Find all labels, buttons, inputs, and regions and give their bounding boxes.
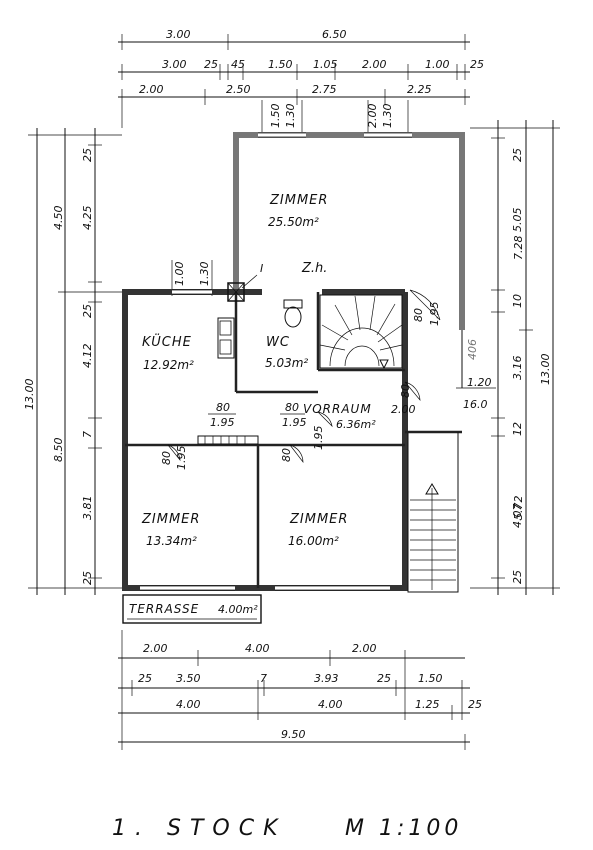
bottom-dim-r3-2: 1.25 bbox=[415, 698, 440, 711]
door-entry-h: 2.00 bbox=[391, 403, 416, 416]
door-labels: 80 1.95 80 1.95 80 1.95 80 1.95 80 1.95 … bbox=[160, 302, 441, 471]
top-dim-r2-7: 25 bbox=[470, 58, 484, 71]
bottom-dim-r1-2: 2.00 bbox=[352, 642, 377, 655]
plan-title: 1. STOCK bbox=[112, 816, 287, 841]
top-dim-r2-3: 1.50 bbox=[268, 58, 293, 71]
left-dim-mid-0: 4.50 bbox=[52, 206, 65, 231]
top-dim-r2-5: 2.00 bbox=[362, 58, 387, 71]
right-dim-in-4: 12 bbox=[511, 422, 524, 436]
left-dim-outer: 13.00 bbox=[23, 379, 36, 411]
room-terrasse-label: TERRASSE bbox=[129, 602, 199, 616]
right-dim-in-1: 5.05 bbox=[511, 208, 524, 233]
left-dimensions: 13.00 4.50 8.50 25 4.25 25 4.12 7 3.81 2… bbox=[23, 128, 213, 595]
left-open-1: 1.30 bbox=[198, 262, 211, 287]
top-dim-r2-6: 1.00 bbox=[425, 58, 450, 71]
right-dim-in-3: 3.16 bbox=[511, 356, 524, 381]
bottom-dim-r2-2: 7 bbox=[260, 672, 267, 685]
top-dim-r2-2: 45 bbox=[231, 58, 245, 71]
bottom-dim-r1-1: 4.00 bbox=[245, 642, 270, 655]
door-stair-w: 80 bbox=[412, 308, 425, 322]
bottom-dim-r2-4: 25 bbox=[377, 672, 391, 685]
right-side-2: 406 bbox=[466, 339, 479, 360]
right-dimensions: 13.00 7.28 5.72 25 5.05 10 3.16 12 4.07 … bbox=[456, 120, 560, 595]
left-dim-in-5: 3.81 bbox=[81, 496, 94, 521]
door-kueche-w: 80 bbox=[216, 401, 230, 414]
top-dim-r1-0: 3.00 bbox=[166, 28, 191, 41]
room-kueche-area: 12.92m² bbox=[143, 358, 194, 372]
top-open-1: 1.30 bbox=[284, 104, 297, 129]
top-open-2: 2.00 bbox=[366, 104, 379, 129]
top-dim-r2-1: 25 bbox=[204, 58, 218, 71]
left-dim-in-2: 25 bbox=[81, 304, 94, 318]
left-dim-in-1: 4.25 bbox=[81, 206, 94, 231]
room-labels: ZIMMER 25.50m² KÜCHE 12.92m² WC 5.03m² V… bbox=[129, 193, 376, 616]
building: I Z.h. bbox=[122, 132, 465, 624]
left-dim-mid-1: 8.50 bbox=[52, 438, 65, 463]
left-dim-in-0: 25 bbox=[81, 148, 94, 162]
room-vorraum-area: 6.36m² bbox=[336, 418, 376, 431]
room-zimmer-left-label: ZIMMER bbox=[141, 512, 200, 527]
door-zl-w: 80 bbox=[160, 451, 173, 465]
room-zimmer-right-area: 16.00m² bbox=[288, 534, 339, 548]
door-zl-h: 1.95 bbox=[175, 446, 188, 471]
bottom-dim-r2-3: 3.93 bbox=[314, 672, 339, 685]
room-terrasse-area: 4.00m² bbox=[218, 603, 258, 616]
door-zr-w: 80 bbox=[280, 448, 293, 462]
bottom-dim-r2-1: 3.50 bbox=[176, 672, 201, 685]
right-dim-in-0: 25 bbox=[511, 148, 524, 162]
bottom-dim-r3-3: 25 bbox=[468, 698, 482, 711]
bottom-dim-r2-5: 1.50 bbox=[418, 672, 443, 685]
door-stair-h: 1.95 bbox=[428, 302, 441, 327]
right-dim-mid-0: 7.28 bbox=[512, 236, 525, 261]
top-dim-r1-1: 6.50 bbox=[322, 28, 347, 41]
right-side-0: 1.20 bbox=[467, 376, 492, 389]
bottom-dim-total: 9.50 bbox=[281, 728, 306, 741]
zh-label: Z.h. bbox=[301, 261, 327, 276]
top-dim-r2-4: 1.05 bbox=[313, 58, 338, 71]
room-wc-area: 5.03m² bbox=[265, 356, 308, 370]
top-dim-r2-0: 3.00 bbox=[162, 58, 187, 71]
room-kueche-label: KÜCHE bbox=[142, 333, 192, 350]
top-dim-r3-2: 2.75 bbox=[312, 83, 337, 96]
chimney-label: I bbox=[260, 262, 263, 275]
bottom-dim-r3-0: 4.00 bbox=[176, 698, 201, 711]
door-vorraum-w: 80 bbox=[285, 401, 299, 414]
room-zimmer-right-label: ZIMMER bbox=[289, 512, 348, 527]
left-dim-in-4: 7 bbox=[81, 431, 94, 438]
right-dim-mid-1: 5.72 bbox=[512, 496, 525, 521]
bottom-dim-r2-0: 25 bbox=[138, 672, 152, 685]
door-vorraum-h: 1.95 bbox=[282, 416, 307, 429]
right-dim-in-2: 10 bbox=[511, 294, 524, 308]
door-kueche-h: 1.95 bbox=[210, 416, 235, 429]
top-dimensions: 3.00 6.50 3.00 25 45 1.50 1.05 2.00 1.00… bbox=[118, 28, 484, 132]
bottom-dim-r1-0: 2.00 bbox=[143, 642, 168, 655]
door-entry-w: 80 bbox=[399, 384, 412, 398]
left-dim-in-6: 25 bbox=[81, 571, 94, 585]
right-side-1: 16.0 bbox=[463, 398, 488, 411]
top-open-0: 1.50 bbox=[269, 104, 282, 129]
room-zimmer-left-area: 13.34m² bbox=[146, 534, 197, 548]
left-open-0: 1.00 bbox=[173, 262, 186, 287]
room-wc-label: WC bbox=[266, 335, 290, 350]
top-dim-r3-1: 2.50 bbox=[226, 83, 251, 96]
left-dim-in-3: 4.12 bbox=[81, 344, 94, 369]
right-dim-in-6: 25 bbox=[511, 570, 524, 584]
top-dim-r3-3: 2.25 bbox=[407, 83, 432, 96]
top-open-3: 1.30 bbox=[381, 104, 394, 129]
top-dim-r3-0: 2.00 bbox=[139, 83, 164, 96]
door-zr-h: 1.95 bbox=[312, 426, 325, 451]
room-zimmer-top-label: ZIMMER bbox=[269, 193, 328, 208]
room-zimmer-top-area: 25.50m² bbox=[268, 215, 319, 229]
right-dim-outer: 13.00 bbox=[539, 354, 552, 386]
right-dim-in-5: 4.07 bbox=[511, 504, 524, 529]
bottom-dimensions: 2.00 4.00 2.00 25 3.50 7 3.93 25 1.50 4.… bbox=[118, 630, 482, 750]
plan-scale: M 1:100 bbox=[345, 816, 462, 841]
room-vorraum-label: VORRAUM bbox=[303, 402, 372, 416]
bottom-dim-r3-1: 4.00 bbox=[318, 698, 343, 711]
